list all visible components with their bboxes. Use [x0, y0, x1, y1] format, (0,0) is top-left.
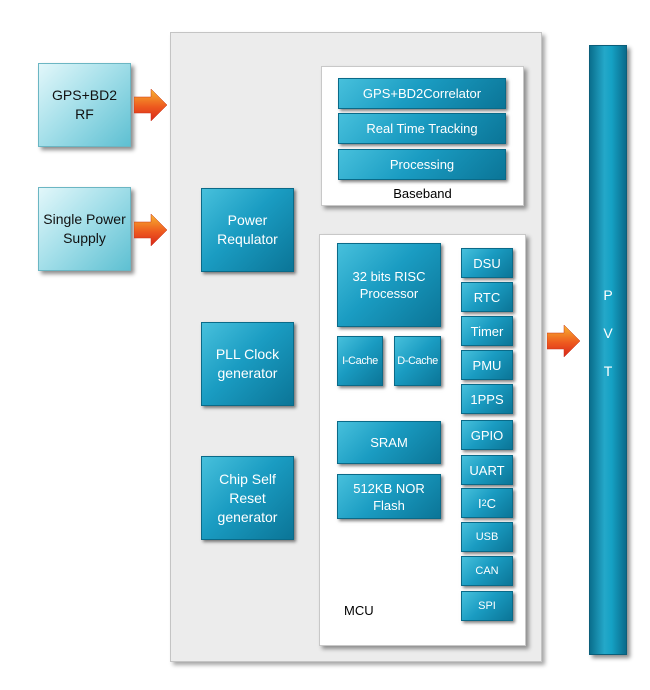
1pps-block: 1PPS [461, 384, 513, 414]
pvt-output-bar [589, 45, 627, 655]
pvt-letter-t: T [603, 363, 613, 379]
real-time-tracking-block: Real Time Tracking [338, 113, 506, 144]
sram-block: SRAM [337, 421, 441, 464]
usb-block: USB [461, 522, 513, 552]
uart-block: UART [461, 455, 513, 485]
nor-flash-block: 512KB NOR Flash [337, 474, 441, 519]
i2c-label-i: I [477, 495, 482, 511]
gps-bd2-rf-box: GPS+BD2 RF [38, 63, 131, 147]
single-power-supply-box: Single Power Supply [38, 187, 131, 271]
chip-self-reset-generator-block: Chip Self Reset generator [201, 456, 294, 540]
can-block: CAN [461, 556, 513, 586]
processing-block: Processing [338, 149, 506, 180]
pmu-block: PMU [461, 350, 513, 380]
timer-block: Timer [461, 316, 513, 346]
i2c-label-c: C [486, 495, 497, 511]
pll-clock-generator-block: PLL Clock generator [201, 322, 294, 406]
rtc-block: RTC [461, 282, 513, 312]
d-cache-block: D-Cache [394, 336, 441, 386]
spi-block: SPI [461, 591, 513, 621]
pvt-output-arrow-icon [547, 324, 581, 358]
i2c-label-superscript: 2 [481, 497, 487, 508]
dsu-block: DSU [461, 248, 513, 278]
correlator-block: GPS+BD2Correlator [338, 78, 506, 109]
baseband-label: Baseband [393, 186, 452, 201]
mcu-label: MCU [344, 603, 374, 618]
power-regulator-block: Power Requlator [201, 188, 294, 272]
i-cache-block: I-Cache [337, 336, 383, 386]
pvt-letter-p: P [603, 287, 613, 303]
gpio-block: GPIO [461, 420, 513, 450]
pvt-letter-v: V [603, 325, 613, 341]
power-input-arrow-icon [134, 213, 168, 247]
risc-processor-block: 32 bits RISC Processor [337, 243, 441, 327]
rf-input-arrow-icon [134, 88, 168, 122]
